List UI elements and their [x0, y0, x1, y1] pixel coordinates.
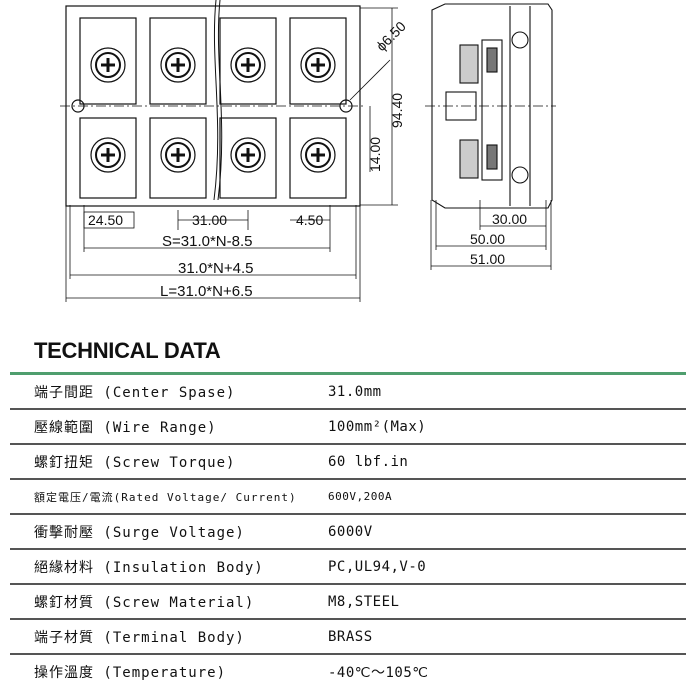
screw-icon [160, 47, 196, 83]
row-value: M8,STEEL [314, 584, 686, 620]
mid-formula-label: 31.0*N+4.5 [178, 260, 253, 277]
edge-label: 24.50 [88, 212, 123, 228]
side-view [425, 3, 556, 209]
screw-icon [90, 137, 126, 173]
table-row: 絕緣材料 (Insulation Body)PC,UL94,V-0 [10, 549, 686, 585]
section-title: TECHNICAL DATA [34, 338, 221, 363]
side-50-label: 50.00 [470, 231, 505, 247]
table-row: 衝擊耐壓 (Surge Voltage)6000V [10, 514, 686, 550]
row-value: 60 lbf.in [314, 444, 686, 480]
front-view [60, 0, 365, 207]
screw-icon [300, 137, 336, 173]
table-row: 壓線範圍 (Wire Range)100mm²(Max) [10, 409, 686, 445]
screw-icon [300, 47, 336, 83]
row-label: 端子材質 (Terminal Body) [10, 619, 314, 655]
row-value: 100mm²(Max) [314, 409, 686, 445]
screw-icon [90, 47, 126, 83]
screw-icon [230, 47, 266, 83]
side-51-label: 51.00 [470, 251, 505, 267]
row-label: 衝擊耐壓 (Surge Voltage) [10, 514, 314, 550]
row-value: 6000V [314, 514, 686, 550]
row-value: 31.0mm [314, 375, 686, 410]
title-divider [10, 372, 686, 375]
table-row: 額定電压/電流(Rated Voltage/ Current)600V,200A [10, 479, 686, 515]
table-row: 端子間距 (Center Spase)31.0mm [10, 375, 686, 410]
row-value: -40℃～105℃ [328, 664, 429, 681]
table-row: 端子材質 (Terminal Body)BRASS [10, 619, 686, 655]
row-label: 螺釘材質 (Screw Material) [10, 584, 314, 620]
pitch-label: 31.00 [192, 212, 227, 228]
hole-diameter-label: ϕ6.50 [373, 18, 409, 54]
row-label: 額定電压/電流(Rated Voltage/ Current) [10, 479, 314, 515]
row-label: 端子間距 (Center Spase) [10, 375, 314, 410]
s-formula-label: S=31.0*N-8.5 [162, 233, 252, 250]
screw-icon [160, 137, 196, 173]
row-label: 壓線範圍 (Wire Range) [10, 409, 314, 445]
row-value: PC,UL94,V-0 [314, 549, 686, 585]
row-label: 絕緣材料 (Insulation Body) [10, 549, 314, 585]
tech-data-table: 端子間距 (Center Spase)31.0mm 壓線範圍 (Wire Ran… [10, 375, 686, 688]
row-offset-label: 14.00 [367, 137, 383, 172]
end-label: 4.50 [296, 212, 323, 228]
table-row: 螺釘材質 (Screw Material)M8,STEEL [10, 584, 686, 620]
l-formula-label: L=31.0*N+6.5 [160, 283, 253, 300]
table-row: 螺釘扭矩 (Screw Torque)60 lbf.in [10, 444, 686, 480]
row-value: BRASS [314, 619, 686, 655]
side-30-label: 30.00 [492, 211, 527, 227]
row-label: 操作溫度 (Temperature) [34, 664, 227, 681]
row-label: 螺釘扭矩 (Screw Torque) [10, 444, 314, 480]
screw-icon [230, 137, 266, 173]
height-label: 94.40 [389, 93, 405, 128]
table-row: 操作溫度 (Temperature) -40℃～105℃ [10, 654, 686, 688]
dimension-lines [65, 7, 552, 302]
row-value: 600V,200A [314, 479, 686, 515]
screw-icons [90, 47, 336, 173]
technical-drawing: ϕ6.50 94.40 14.00 24.50 31.00 4.50 S=31.… [60, 0, 556, 302]
